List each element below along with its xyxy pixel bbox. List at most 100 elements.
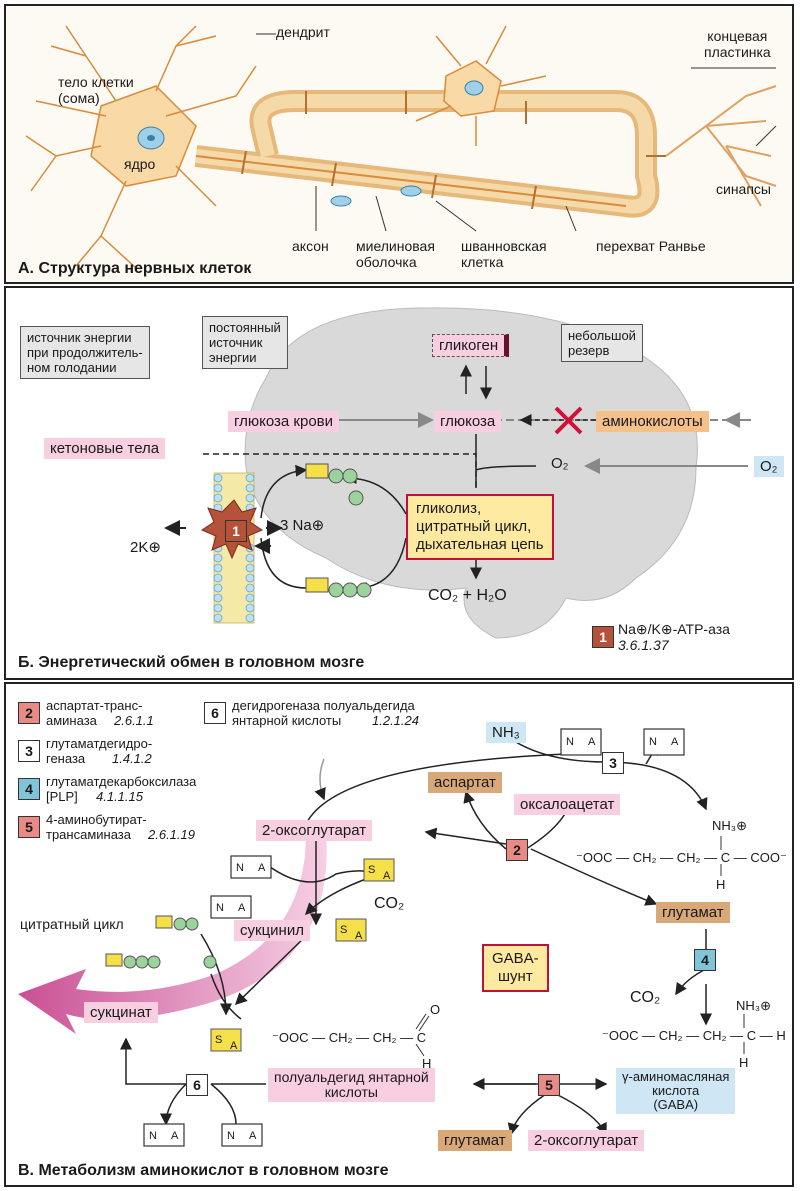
label-synapses: синапсы bbox=[716, 181, 771, 197]
atp-molecule-icon bbox=[305, 577, 372, 598]
gaba-h: H bbox=[739, 1055, 749, 1070]
nad-a-6: A bbox=[249, 1130, 257, 1142]
step-4-marker: 4 bbox=[694, 949, 716, 971]
neuron-illustration bbox=[25, 25, 777, 269]
panel-brain-energy: источник энергии при продолжитель- ном г… bbox=[4, 286, 794, 680]
atpase-legend-number: 1 bbox=[592, 626, 614, 648]
step-6-marker: 6 bbox=[186, 1074, 208, 1096]
label-soma: тело клетки (сома) bbox=[58, 74, 134, 106]
glutamate-2-box: глутамат bbox=[438, 1130, 512, 1151]
enzyme-3-ec: 1.4.1.2 bbox=[112, 751, 152, 766]
amino-acids-box: аминокислоты bbox=[596, 411, 709, 432]
callout-reserve: небольшой резерв bbox=[561, 324, 643, 362]
glutamate-formula: ⁻OOC — CH₂ — CH₂ — C — COO⁻ bbox=[576, 850, 787, 865]
coa-s-3: S bbox=[215, 1034, 223, 1046]
label-nucleus: ядро bbox=[124, 156, 156, 172]
nh3-box: NH₃ bbox=[486, 722, 526, 743]
label-ranvier: перехват Ранвье bbox=[596, 238, 706, 254]
enzyme-2-name: аспартат-транс- аминаза bbox=[46, 698, 143, 728]
label-myelin: миелиновая оболочка bbox=[356, 238, 435, 270]
enzyme-6-name: дегидрогеназа полуальдегида янтарной кис… bbox=[232, 698, 415, 728]
coa-coenzyme-icons bbox=[210, 858, 395, 1052]
enzyme-5-name: 4-аминобутират- трансаминаза bbox=[46, 812, 147, 842]
label-dendrite: дендрит bbox=[276, 24, 330, 40]
aspartate-box: аспартат bbox=[428, 772, 502, 793]
gaba-nh3: NH₃⊕ bbox=[736, 998, 771, 1013]
panel-nerve-structure: дендрит тело клетки (сома) ядро концевая… bbox=[4, 4, 794, 284]
atpase-legend-name: Na⊕/K⊕-ATP-аза bbox=[618, 621, 730, 637]
callout-constant: постоянный источник энергии bbox=[202, 316, 288, 369]
oxoglutarate-2-box: 2-оксоглутарат bbox=[528, 1130, 645, 1151]
step-3-marker: 3 bbox=[602, 752, 624, 774]
gaba-formula: ⁻OOC — CH₂ — CH₂ — C — H bbox=[602, 1028, 786, 1043]
nad-n-3: N bbox=[236, 862, 244, 874]
enzyme-5-ec: 2.6.1.19 bbox=[148, 827, 195, 842]
enzyme-6-number: 6 bbox=[204, 702, 226, 724]
gaba-shunt-box: GABA- шунт bbox=[482, 944, 549, 992]
enzyme-4-ec: 4.1.1.15 bbox=[96, 789, 143, 804]
enzyme-2-ec: 2.6.1.1 bbox=[114, 713, 154, 728]
enzyme-6-ec: 1.2.1.24 bbox=[372, 713, 419, 728]
glycogen-box: гликоген bbox=[432, 334, 510, 357]
nad-n-5: N bbox=[149, 1130, 157, 1142]
nad-a-1: A bbox=[588, 736, 596, 748]
semialdehyde-box: полуальдегид янтарной кислоты bbox=[268, 1068, 435, 1102]
nad-n-1: N bbox=[566, 736, 574, 748]
potassium-label: 2K⊕ bbox=[130, 539, 161, 556]
gaba-shunt-diagram bbox=[18, 728, 745, 1147]
panel-a-title: А. Структура нервных клеток bbox=[18, 260, 252, 277]
nad-n-4: N bbox=[216, 902, 224, 914]
semialdehyde-formula: ⁻OOC — CH₂ — CH₂ — C bbox=[272, 1030, 427, 1045]
nad-a-3: A bbox=[258, 862, 266, 874]
label-axon: аксон bbox=[292, 238, 329, 254]
glutamate-nh3: NH₃⊕ bbox=[712, 818, 747, 833]
glutamate-h: H bbox=[716, 877, 726, 892]
pathway-box: гликолиз, цитратный цикл, дыхательная це… bbox=[406, 494, 554, 560]
co2-a-label: CO₂ bbox=[374, 895, 405, 912]
ketone-bodies-box: кетоновые тела bbox=[44, 438, 166, 459]
glutamate-box: глутамат bbox=[656, 902, 730, 923]
nad-a-2: A bbox=[671, 736, 679, 748]
oxaloacetate-box: оксалоацетат bbox=[514, 794, 621, 815]
label-schwann: шванновская клетка bbox=[461, 238, 547, 270]
callout-fasting: источник энергии при продолжитель- ном г… bbox=[20, 326, 150, 379]
semialdehyde-o: O bbox=[430, 1002, 441, 1017]
enzyme-2-number: 2 bbox=[18, 702, 40, 724]
enzyme-3-number: 3 bbox=[18, 740, 40, 762]
panel-c-title: В. Метаболизм аминокислот в головном моз… bbox=[18, 1162, 389, 1179]
coa-a-2: A bbox=[355, 930, 363, 942]
nad-n-2: N bbox=[649, 736, 657, 748]
phosphate-icon bbox=[348, 490, 364, 506]
nad-n-6: N bbox=[227, 1130, 235, 1142]
oxoglutarate-box: 2-оксоглутарат bbox=[256, 820, 373, 841]
succinate-box: сукцинат bbox=[84, 1002, 158, 1023]
coa-a-1: A bbox=[383, 870, 391, 882]
succinyl-box: сукцинил bbox=[234, 920, 310, 941]
coa-a-3: A bbox=[230, 1040, 238, 1052]
citrate-cycle-label: цитратный цикл bbox=[20, 916, 124, 932]
o2-inside: O₂ bbox=[551, 455, 569, 472]
enzyme-4-number: 4 bbox=[18, 778, 40, 800]
co2-b-label: CO₂ bbox=[630, 989, 661, 1006]
adp-molecule-icon bbox=[305, 463, 358, 484]
step-2-marker: 2 bbox=[506, 839, 528, 861]
glucose-box: глюкоза bbox=[434, 411, 502, 432]
blood-glucose-box: глюкоза крови bbox=[228, 411, 340, 432]
products-label: CO₂ + H₂O bbox=[428, 587, 507, 604]
coa-s-1: S bbox=[368, 864, 376, 876]
sodium-label: 3 Na⊕ bbox=[280, 517, 325, 534]
nad-a-5: A bbox=[171, 1130, 179, 1142]
enzyme-3-name: глутаматдегидро- геназа bbox=[46, 736, 153, 766]
coa-s-2: S bbox=[340, 924, 348, 936]
enzyme-5-number: 5 bbox=[18, 816, 40, 838]
semialdehyde-h: H bbox=[422, 1056, 432, 1071]
panel-b-title: Б. Энергетический обмен в головном мозге bbox=[18, 654, 365, 671]
panel-amino-acid-metabolism: 2 аспартат-транс- аминаза 2.6.1.1 3 глут… bbox=[4, 682, 794, 1187]
o2-outside: O₂ bbox=[754, 456, 784, 477]
gtp-gdp-icons bbox=[105, 915, 217, 969]
label-end-plate: концевая пластинка bbox=[704, 28, 771, 60]
enzyme-4-name: глутаматдекарбоксилаза [PLP] bbox=[46, 774, 197, 804]
gaba-box: γ-аминомасляная кислота (GABA) bbox=[616, 1068, 736, 1114]
atpase-number: 1 bbox=[225, 520, 247, 542]
step-5-marker: 5 bbox=[538, 1074, 560, 1096]
